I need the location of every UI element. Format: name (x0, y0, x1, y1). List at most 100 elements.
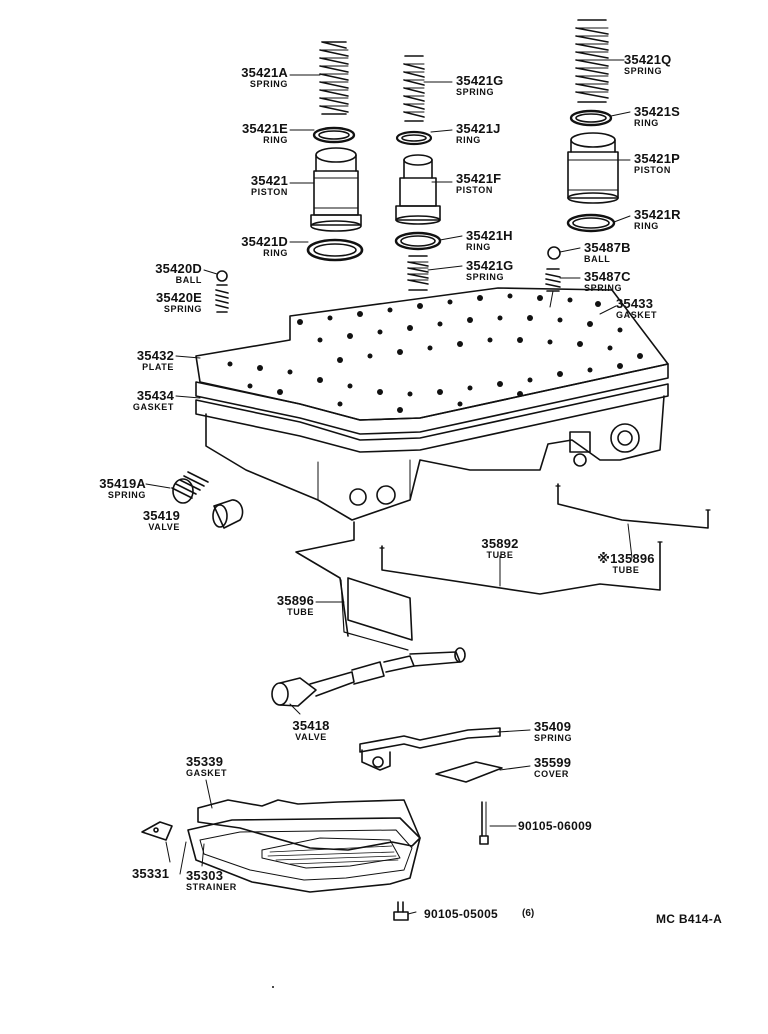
part-name: RING (466, 242, 491, 252)
part-number: 35339 (186, 754, 224, 769)
part-number: 35421G (466, 258, 514, 273)
label-35421h: 35421H RING (466, 229, 513, 252)
part-name: TUBE (612, 565, 640, 575)
bolt-code-90105-06009: 90105-06009 (518, 819, 593, 833)
label-35896: 35896 TUBE (236, 594, 314, 617)
part-number: 35421D (241, 234, 288, 249)
part-name: SPRING (107, 490, 146, 500)
part-number: ※135896 (597, 551, 655, 566)
spring-35421a-drawing (319, 41, 349, 115)
part-number: 35303 (186, 868, 224, 883)
part-number: 35421J (456, 121, 501, 136)
label-35421: 35421 PISTON (198, 174, 288, 197)
part-number: 35419 (142, 508, 180, 523)
label-35433: 35433 GASKET (616, 297, 657, 320)
part-number: 35421 (250, 173, 288, 188)
part-name: RING (634, 221, 659, 231)
label-35421r: 35421R RING (634, 208, 681, 231)
part-name: SPRING (456, 87, 495, 97)
speck (272, 986, 274, 988)
valve-35419-drawing (212, 499, 244, 529)
tube-135896-right-drawing (555, 483, 711, 529)
label-35419: 35419 VALVE (104, 509, 180, 532)
part-number: 35420E (155, 290, 202, 305)
ring-35421r-drawing (566, 213, 616, 233)
part-name: PISTON (456, 185, 493, 195)
part-number: 35433 (616, 296, 654, 311)
part-number: 35421Q (624, 52, 672, 67)
part-name: GASKET (616, 310, 658, 320)
bolt-quantity: (6) (522, 908, 535, 919)
part-number: 35487C (584, 269, 631, 284)
spring-35421g-low-drawing (407, 255, 429, 291)
spring-35409-drawing (359, 727, 501, 771)
part-number: 35418 (292, 718, 330, 733)
label-35421d: 35421D RING (198, 235, 288, 258)
label-35487c: 35487C SPRING (584, 270, 631, 293)
label-35331: 35331 (132, 867, 169, 880)
part-name: PLATE (142, 362, 174, 372)
tube-35896-left-drawing (295, 521, 413, 651)
part-name: GASKET (132, 402, 174, 412)
part-number: 35421R (634, 207, 681, 222)
part-name: TUBE (287, 607, 314, 617)
leader-lines (145, 59, 633, 915)
part-name: BALL (175, 275, 202, 285)
label-35421a: 35421A SPRING (198, 66, 288, 89)
label-135896: ※135896 TUBE (586, 552, 666, 575)
part-name: GASKET (186, 768, 228, 778)
label-35432: 35432 PLATE (100, 349, 174, 372)
diagram-reference-code: MC B414-A (656, 912, 723, 926)
part-name: TUBE (486, 550, 514, 560)
ball-35420d-drawing (216, 270, 228, 282)
valve-body-drawing (205, 395, 665, 521)
part-name: RING (263, 248, 288, 258)
strainer-35303-drawing (187, 817, 421, 893)
part-name: VALVE (295, 732, 327, 742)
spring-35421g-top-drawing (403, 55, 425, 122)
part-name: RING (263, 135, 288, 145)
label-35421s: 35421S RING (634, 105, 680, 128)
valve-body-holes (227, 293, 643, 413)
label-35434: 35434 GASKET (100, 389, 174, 412)
label-35421e: 35421E RING (198, 122, 288, 145)
part-name: STRAINER (186, 882, 237, 892)
ring-35421j-drawing (395, 130, 433, 146)
cover-35599-drawing (435, 761, 503, 783)
part-name: SPRING (534, 733, 573, 743)
part-number: 35896 (276, 593, 314, 608)
part-number: 35419A (99, 476, 146, 491)
label-35421f: 35421F PISTON (456, 172, 501, 195)
label-35418: 35418 VALVE (272, 719, 350, 742)
bolt-90105-06009-drawing (479, 801, 489, 845)
ring-35421e-drawing (312, 126, 356, 144)
part-name: RING (456, 135, 481, 145)
piston-35421f-drawing (395, 154, 441, 225)
part-name: BALL (584, 254, 611, 264)
label-35303: 35303 STRAINER (186, 869, 237, 892)
label-35599: 35599 COVER (534, 756, 571, 779)
part-name: SPRING (584, 283, 623, 293)
ball-35487b-drawing (547, 246, 561, 260)
ring-35421d-drawing (306, 238, 364, 262)
spring-35487c-drawing (545, 268, 561, 308)
piston-35421p-drawing (567, 132, 619, 204)
part-name: PISTON (251, 187, 288, 197)
label-35487b: 35487B BALL (584, 241, 631, 264)
gasket-35434-drawing (195, 383, 669, 453)
spring-35420e-drawing (215, 284, 229, 313)
part-number: 35421E (241, 121, 288, 136)
ring-35421s-drawing (569, 109, 613, 127)
bracket-35331-drawing (141, 821, 173, 841)
part-name: SPRING (466, 272, 505, 282)
part-number: 35421S (634, 104, 681, 119)
part-number: 35487B (584, 240, 631, 255)
label-35421j: 35421J RING (456, 122, 501, 145)
bolt-90105-05005-drawing (393, 901, 409, 921)
bolt-code-90105-05005: 90105-05005 (424, 907, 499, 921)
part-name: COVER (534, 769, 570, 779)
part-name: SPRING (624, 66, 663, 76)
part-number: 35331 (132, 866, 170, 881)
label-35420d: 35420D BALL (120, 262, 202, 285)
